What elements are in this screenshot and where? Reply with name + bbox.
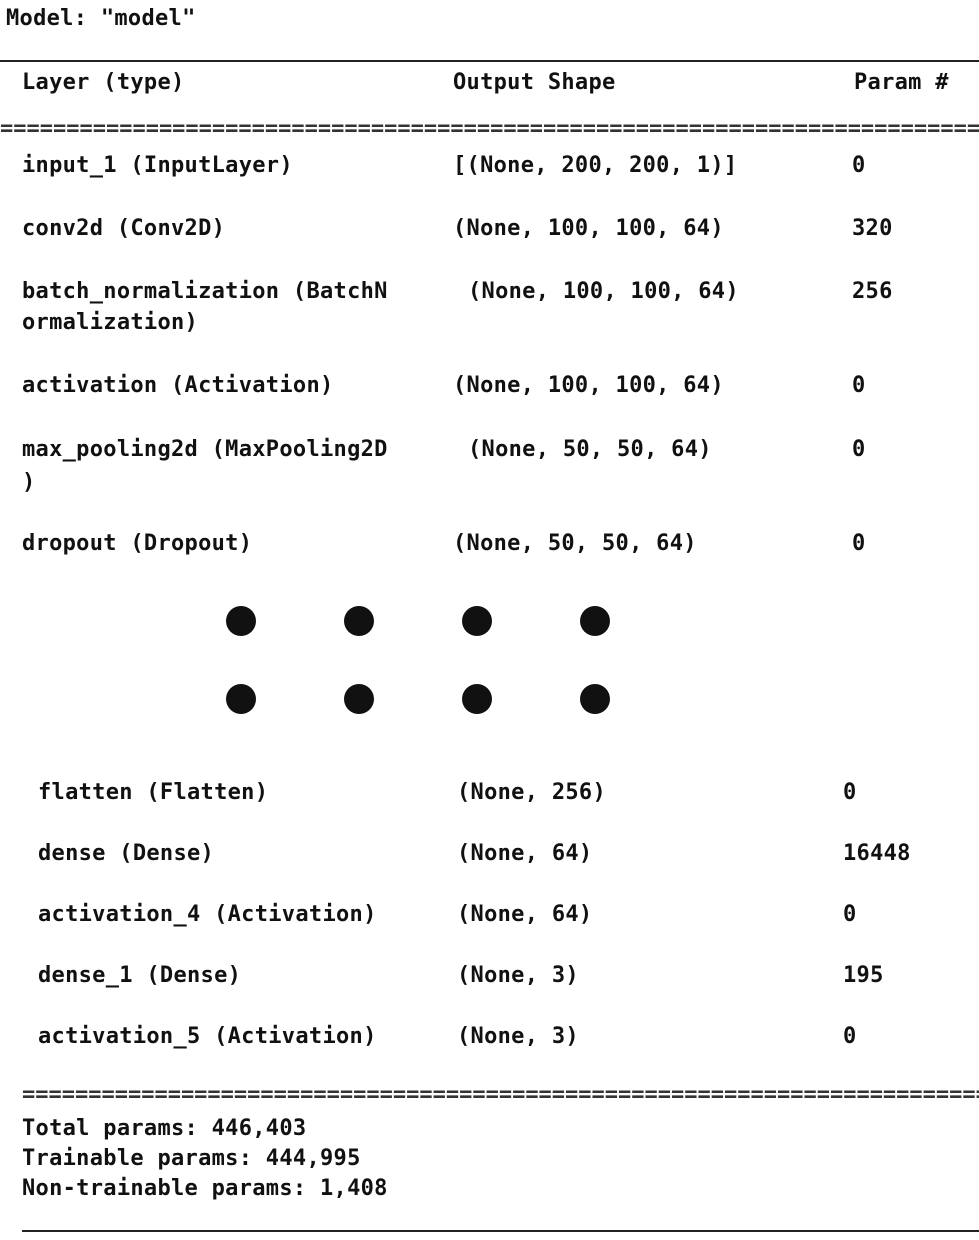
ellipsis-dot xyxy=(344,684,374,714)
layer-name-continued: ormalization) xyxy=(22,310,199,335)
layer-output-shape: (None, 100, 100, 64) xyxy=(453,373,724,398)
layer-param-count: 195 xyxy=(843,963,884,988)
ellipsis-dot xyxy=(580,606,610,636)
layer-output-shape: (None, 64) xyxy=(457,902,593,927)
header-layer-type: Layer (type) xyxy=(22,70,185,95)
layer-param-count: 0 xyxy=(852,373,866,398)
layer-name: activation (Activation) xyxy=(22,373,334,398)
layer-name: dense (Dense) xyxy=(38,841,215,866)
layer-output-shape: (None, 3) xyxy=(457,963,579,988)
layer-name: input_1 (InputLayer) xyxy=(22,153,293,178)
bottom-divider xyxy=(22,1230,979,1232)
layer-output-shape: (None, 100, 100, 64) xyxy=(453,216,724,241)
header-output-shape: Output Shape xyxy=(453,70,616,95)
layer-output-shape: (None, 50, 50, 64) xyxy=(468,437,712,462)
layer-param-count: 16448 xyxy=(843,841,911,866)
layer-name: conv2d (Conv2D) xyxy=(22,216,226,241)
model-title: Model: "model" xyxy=(6,6,196,31)
ellipsis-dot xyxy=(344,606,374,636)
trainable-params: Trainable params: 444,995 xyxy=(22,1146,361,1171)
header-param-count: Param # xyxy=(854,70,949,95)
layer-name: max_pooling2d (MaxPooling2D xyxy=(22,437,388,462)
layer-output-shape: (None, 64) xyxy=(457,841,593,866)
summary-double-divider: ========================================… xyxy=(22,1088,979,1102)
layer-param-count: 320 xyxy=(852,216,893,241)
layer-name: batch_normalization (BatchN xyxy=(22,279,388,304)
ellipsis-dot xyxy=(226,684,256,714)
layer-name-continued: ) xyxy=(22,470,36,495)
layer-output-shape: (None, 256) xyxy=(457,780,606,805)
layer-param-count: 0 xyxy=(843,902,857,927)
non-trainable-params: Non-trainable params: 1,408 xyxy=(22,1176,388,1201)
layer-param-count: 0 xyxy=(852,531,866,556)
total-params: Total params: 446,403 xyxy=(22,1116,307,1141)
layer-param-count: 0 xyxy=(852,437,866,462)
layer-name: activation_5 (Activation) xyxy=(38,1024,377,1049)
layer-output-shape: (None, 100, 100, 64) xyxy=(468,279,739,304)
layer-param-count: 0 xyxy=(843,780,857,805)
layer-output-shape: [(None, 200, 200, 1)] xyxy=(453,153,738,178)
layer-param-count: 0 xyxy=(852,153,866,178)
ellipsis-dot xyxy=(462,684,492,714)
layer-output-shape: (None, 50, 50, 64) xyxy=(453,531,697,556)
header-double-divider: ========================================… xyxy=(0,122,979,136)
ellipsis-dot xyxy=(462,606,492,636)
layer-param-count: 256 xyxy=(852,279,893,304)
layer-param-count: 0 xyxy=(843,1024,857,1049)
layer-name: dense_1 (Dense) xyxy=(38,963,242,988)
top-divider xyxy=(0,60,979,62)
ellipsis-dot xyxy=(226,606,256,636)
ellipsis-dot xyxy=(580,684,610,714)
layer-name: activation_4 (Activation) xyxy=(38,902,377,927)
layer-name: flatten (Flatten) xyxy=(38,780,269,805)
layer-output-shape: (None, 3) xyxy=(457,1024,579,1049)
layer-name: dropout (Dropout) xyxy=(22,531,253,556)
